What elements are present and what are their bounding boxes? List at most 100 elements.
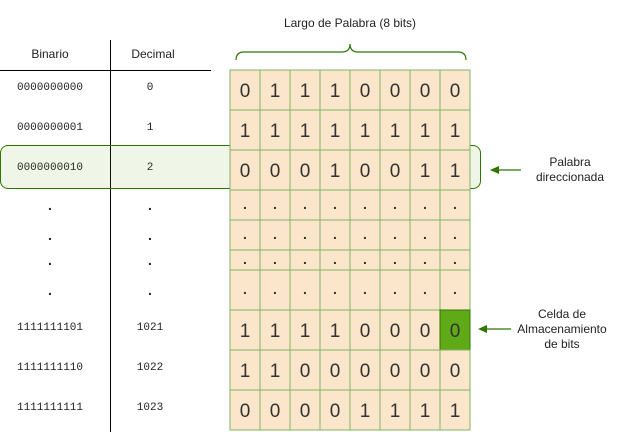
bit-cell — [439, 269, 471, 311]
storage-cell-note-line3: de bits — [544, 337, 580, 351]
bit-value: 0 — [450, 81, 461, 102]
bit-value: 0 — [300, 401, 311, 422]
bit-value: 1 — [270, 121, 281, 142]
word-length-brace — [235, 43, 467, 61]
bit-value: 0 — [390, 361, 401, 382]
bit-cell — [259, 309, 291, 351]
bit-value: 1 — [240, 121, 251, 142]
bit-value: 1 — [390, 121, 401, 142]
row-binary-address: 1111111111 — [16, 402, 83, 414]
bit-value: 0 — [330, 401, 341, 422]
storage-cell-arrow — [478, 325, 511, 333]
row-decimal-address: . — [148, 282, 152, 298]
bit-cell — [319, 189, 351, 221]
storage-cell-note-line1: Celda de — [537, 307, 587, 321]
bit-cell — [349, 69, 381, 111]
addressed-word-note-line1: Palabra — [549, 155, 591, 169]
bit-value: . — [303, 196, 307, 212]
bit-value: 1 — [450, 401, 461, 422]
bit-cell — [319, 149, 351, 191]
bit-value: . — [243, 281, 247, 297]
addressed-word-note: Palabra direccionada — [520, 155, 620, 185]
bit-value: 0 — [240, 81, 251, 102]
bit-cell — [229, 349, 261, 391]
bit-cell — [259, 189, 291, 221]
bit-cell — [409, 69, 441, 111]
bit-cell — [229, 309, 261, 351]
bit-value: 1 — [390, 401, 401, 422]
row-binary-address: 1111111101 — [16, 322, 83, 334]
bit-value: . — [363, 196, 367, 212]
row-binary-address: . — [48, 282, 52, 298]
bit-value: 1 — [450, 161, 461, 182]
bit-value: . — [453, 226, 457, 242]
bit-value: 1 — [420, 121, 431, 142]
bit-value: . — [393, 251, 397, 267]
bit-cell — [319, 309, 351, 351]
bit-cell — [259, 149, 291, 191]
bit-value: 1 — [330, 121, 341, 142]
bit-value: . — [273, 281, 277, 297]
bit-cell — [319, 389, 351, 431]
bit-cell — [289, 309, 321, 351]
storage-cell-note-line2: Almacenamiento — [517, 322, 607, 336]
storage-cell-highlight — [439, 309, 471, 351]
bit-value: . — [423, 251, 427, 267]
addressed-word-note-line2: direccionada — [535, 170, 605, 184]
bit-cell — [439, 149, 471, 191]
bit-value: 1 — [270, 81, 281, 102]
bit-cell — [349, 149, 381, 191]
row-binary-address: 0000000000 — [16, 82, 83, 94]
bit-cell — [259, 349, 291, 391]
bit-cell — [409, 349, 441, 391]
bit-value: . — [453, 251, 457, 267]
bit-cell — [409, 149, 441, 191]
row-decimal-address: 1022 — [136, 362, 164, 374]
bit-value: . — [423, 196, 427, 212]
binary-column-header: Binario — [31, 47, 69, 61]
bit-value: . — [453, 281, 457, 297]
bit-value: . — [453, 196, 457, 212]
bit-value: 0 — [450, 361, 461, 382]
bit-cell — [349, 109, 381, 151]
bit-cell — [349, 349, 381, 391]
bit-value: 0 — [270, 401, 281, 422]
row-binary-address: 0000000010 — [16, 162, 83, 174]
bit-value: 0 — [390, 161, 401, 182]
row-decimal-address: . — [148, 197, 152, 213]
bit-value: 1 — [360, 121, 371, 142]
bit-value: 0 — [300, 161, 311, 182]
bit-value: . — [423, 226, 427, 242]
bit-value: 1 — [270, 321, 281, 342]
row-decimal-address: 1 — [146, 122, 154, 134]
bit-value: 1 — [300, 81, 311, 102]
bit-cell — [439, 389, 471, 431]
bit-value: . — [393, 226, 397, 242]
bit-value: 1 — [420, 161, 431, 182]
bit-cell — [259, 269, 291, 311]
bit-cell — [439, 349, 471, 391]
row-binary-address: 1111111110 — [16, 362, 83, 374]
bit-value: . — [303, 226, 307, 242]
row-decimal-address: 1021 — [136, 322, 164, 334]
bit-value: . — [363, 226, 367, 242]
row-decimal-address: 2 — [146, 162, 154, 174]
bit-value: . — [243, 226, 247, 242]
bit-cell — [289, 349, 321, 391]
bit-value: 1 — [300, 321, 311, 342]
bit-value: . — [243, 196, 247, 212]
bit-value: . — [393, 196, 397, 212]
bit-cell — [229, 109, 261, 151]
bit-cell — [439, 219, 471, 251]
bit-value: 1 — [240, 361, 251, 382]
bit-cell — [379, 269, 411, 311]
bit-value: 1 — [270, 361, 281, 382]
bit-value: 0 — [360, 361, 371, 382]
bit-cell — [349, 389, 381, 431]
row-binary-address: . — [48, 197, 52, 213]
bit-value: 0 — [300, 361, 311, 382]
bit-value: 1 — [450, 121, 461, 142]
header-underline — [0, 70, 211, 71]
bit-cell — [289, 389, 321, 431]
bit-value: 0 — [420, 81, 431, 102]
